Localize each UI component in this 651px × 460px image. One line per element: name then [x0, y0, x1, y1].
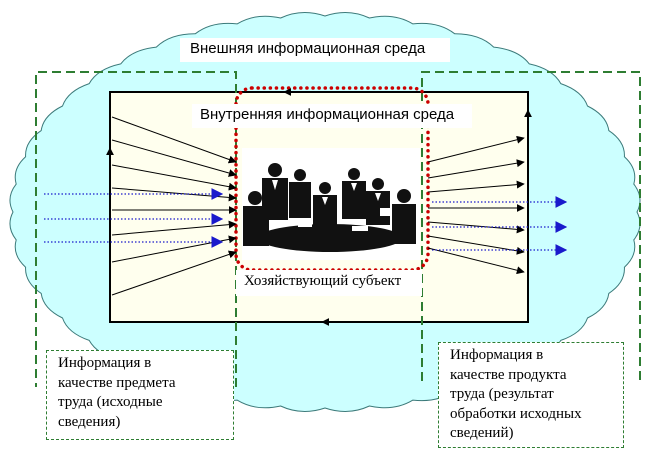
right-note-line: качестве продукта — [450, 366, 567, 383]
right-note-line: труда (результат — [450, 386, 554, 402]
left-note-line: качестве предмета — [58, 374, 176, 391]
right-dashed-loop — [421, 71, 641, 381]
left-note-box — [46, 350, 234, 440]
blue-output-arrows — [432, 196, 568, 256]
right-note-line: сведений) — [450, 425, 514, 441]
right-note-line: Информация в — [450, 347, 544, 363]
center-organization-label: Хозяйствующий субъект — [244, 273, 402, 289]
outer-label-box — [180, 38, 450, 62]
left-note-text: Информация в качестве предмета труда (ис… — [58, 354, 175, 432]
left-note-line: сведения) — [58, 413, 121, 430]
left-dashed-loop — [35, 71, 237, 387]
inner-environment-label: Внутренняя информационная среда — [200, 106, 455, 123]
blue-input-arrows — [44, 188, 224, 248]
inner-label-box — [192, 104, 472, 128]
right-note-line: обработки исходных — [450, 405, 582, 422]
right-output-arrows — [427, 109, 532, 275]
left-note-line: Информация в — [58, 355, 152, 371]
right-note-box — [438, 342, 624, 448]
outer-environment-label: Внешняя информационная среда — [190, 40, 426, 57]
center-label-box — [236, 270, 422, 296]
people-meeting-icon — [242, 148, 420, 260]
left-note-line: труда (исходные — [58, 394, 163, 410]
right-note-text: Информация в качестве продукта труда (ре… — [450, 346, 582, 444]
